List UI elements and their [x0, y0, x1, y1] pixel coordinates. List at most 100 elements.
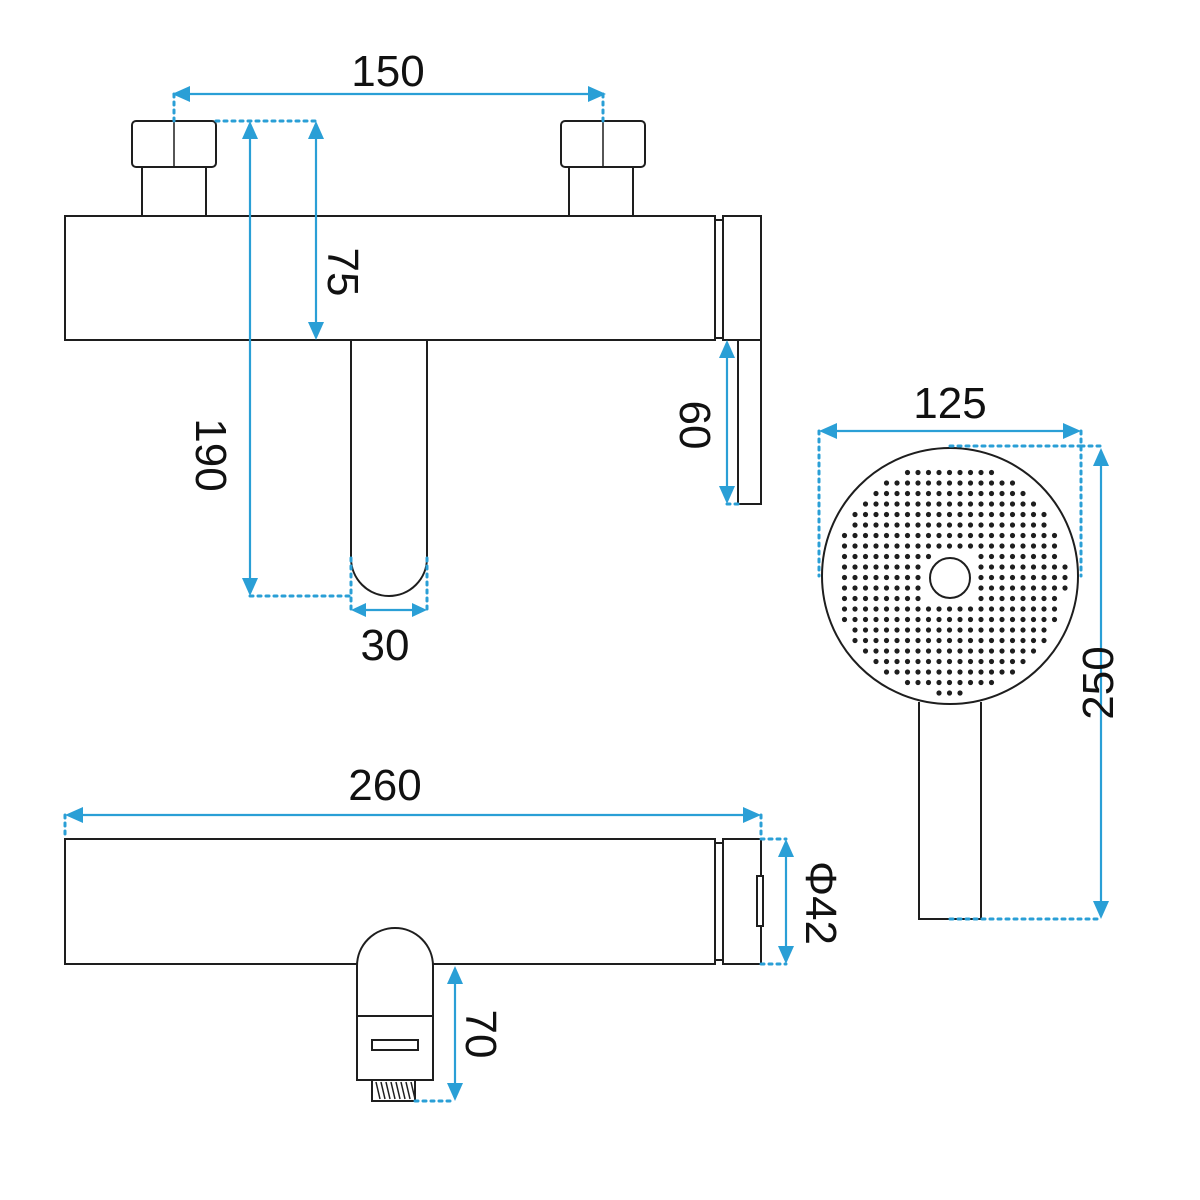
nozzle-dot	[1041, 532, 1047, 539]
nozzle-dot	[873, 627, 879, 633]
nozzle-dot	[915, 679, 921, 686]
nozzle-dot	[1051, 532, 1058, 539]
center-hole	[929, 557, 971, 599]
nozzle-dot	[883, 585, 890, 591]
nozzle-dot	[1041, 627, 1047, 633]
nozzle-dot	[988, 553, 995, 560]
nozzle-dot	[957, 690, 963, 696]
nozzle-dot	[904, 501, 911, 507]
nozzle-dot	[999, 501, 1005, 507]
nozzle-dot	[957, 543, 963, 549]
nozzle-dot	[925, 627, 932, 633]
nozzle-dot	[946, 522, 953, 528]
nozzle-dot	[852, 585, 858, 591]
nozzle-dot	[988, 469, 995, 476]
nozzle-dot	[999, 606, 1005, 612]
nozzle-dot	[852, 564, 858, 570]
nozzle-dot	[1009, 648, 1016, 654]
nozzle-dot	[988, 648, 995, 654]
nozzle-dot	[873, 511, 879, 518]
nozzle-dot	[883, 543, 890, 549]
nozzle-dot	[946, 669, 953, 675]
dim-label-250: 250	[1074, 646, 1123, 719]
nozzle-dot	[978, 543, 984, 549]
nozzle-dot	[1009, 669, 1016, 675]
top-view	[64, 838, 764, 1102]
nozzle-dot	[925, 543, 932, 549]
nozzle-dot	[1020, 543, 1026, 549]
nozzle-dot	[904, 511, 911, 518]
nozzle-dot	[978, 532, 984, 539]
nozzle-dot	[1020, 532, 1026, 539]
nozzle-dot	[841, 606, 848, 612]
nozzle-dot	[999, 627, 1005, 633]
nozzle-dot	[873, 532, 879, 539]
nozzle-dot	[894, 564, 900, 570]
nozzle-dot	[936, 616, 942, 623]
nozzle-dot	[1020, 627, 1026, 633]
nozzle-dot	[862, 637, 869, 644]
nozzle-dot	[841, 553, 848, 560]
nozzle-dot	[862, 553, 869, 560]
nozzle-dot	[978, 522, 984, 528]
dim-label-42: Φ42	[796, 861, 845, 945]
nozzle-dot	[904, 585, 911, 591]
nozzle-dot	[967, 637, 974, 644]
lever-knob	[722, 215, 762, 341]
nozzle-dot	[873, 574, 879, 581]
nozzle-dot	[978, 648, 984, 654]
nozzle-dot	[925, 637, 932, 644]
thread-line	[375, 1081, 381, 1100]
nozzle-dot	[1020, 490, 1026, 497]
nozzle-dot	[883, 658, 890, 665]
nozzle-dot	[1051, 543, 1058, 549]
nozzle-dot	[841, 595, 848, 602]
nozzle-dot	[1020, 637, 1026, 644]
nozzle-dot	[988, 543, 995, 549]
nozzle-dot	[1009, 564, 1016, 570]
nozzle-dot	[862, 627, 869, 633]
nozzle-dot	[946, 637, 953, 644]
nozzle-dot	[978, 490, 984, 497]
nozzle-dot	[915, 627, 921, 633]
nozzle-dot	[894, 627, 900, 633]
nozzle-dot	[904, 627, 911, 633]
nozzle-dot	[1009, 532, 1016, 539]
nozzle-dot	[873, 522, 879, 528]
nozzle-dot	[925, 469, 932, 476]
nozzle-dot	[862, 543, 869, 549]
nozzle-dot	[946, 616, 953, 623]
nozzle-dot	[862, 616, 869, 623]
nozzle-dot	[1009, 574, 1016, 581]
nozzle-dot	[894, 501, 900, 507]
nozzle-dot	[852, 595, 858, 602]
nozzle-dot	[883, 480, 890, 486]
nozzle-dot	[1009, 606, 1016, 612]
nozzle-dot	[1041, 637, 1047, 644]
nozzle-dot	[894, 637, 900, 644]
nozzle-dot	[1020, 595, 1026, 602]
nozzle-dot	[978, 511, 984, 518]
nozzle-dot	[978, 480, 984, 486]
nozzle-dot	[925, 511, 932, 518]
nozzle-dot	[904, 553, 911, 560]
nozzle-dot	[988, 585, 995, 591]
nozzle-dot	[946, 606, 953, 612]
nozzle-dot	[988, 574, 995, 581]
nozzle-dot	[999, 658, 1005, 665]
nozzle-dot	[1020, 585, 1026, 591]
nozzle-dot	[894, 606, 900, 612]
nozzle-dot	[967, 480, 974, 486]
nozzle-dot	[978, 595, 984, 602]
top-view-dimensions: 260 Φ42 70	[63, 761, 845, 1103]
nozzle-dot	[1009, 543, 1016, 549]
nozzle-dot	[1020, 574, 1026, 581]
nozzle-dot	[957, 532, 963, 539]
thread-line	[385, 1081, 391, 1100]
nozzle-dot	[999, 574, 1005, 581]
nozzle-dot	[841, 543, 848, 549]
nozzle-dot	[883, 595, 890, 602]
nozzle-dot	[915, 490, 921, 497]
nozzle-dot	[862, 564, 869, 570]
nozzle-dot	[915, 501, 921, 507]
